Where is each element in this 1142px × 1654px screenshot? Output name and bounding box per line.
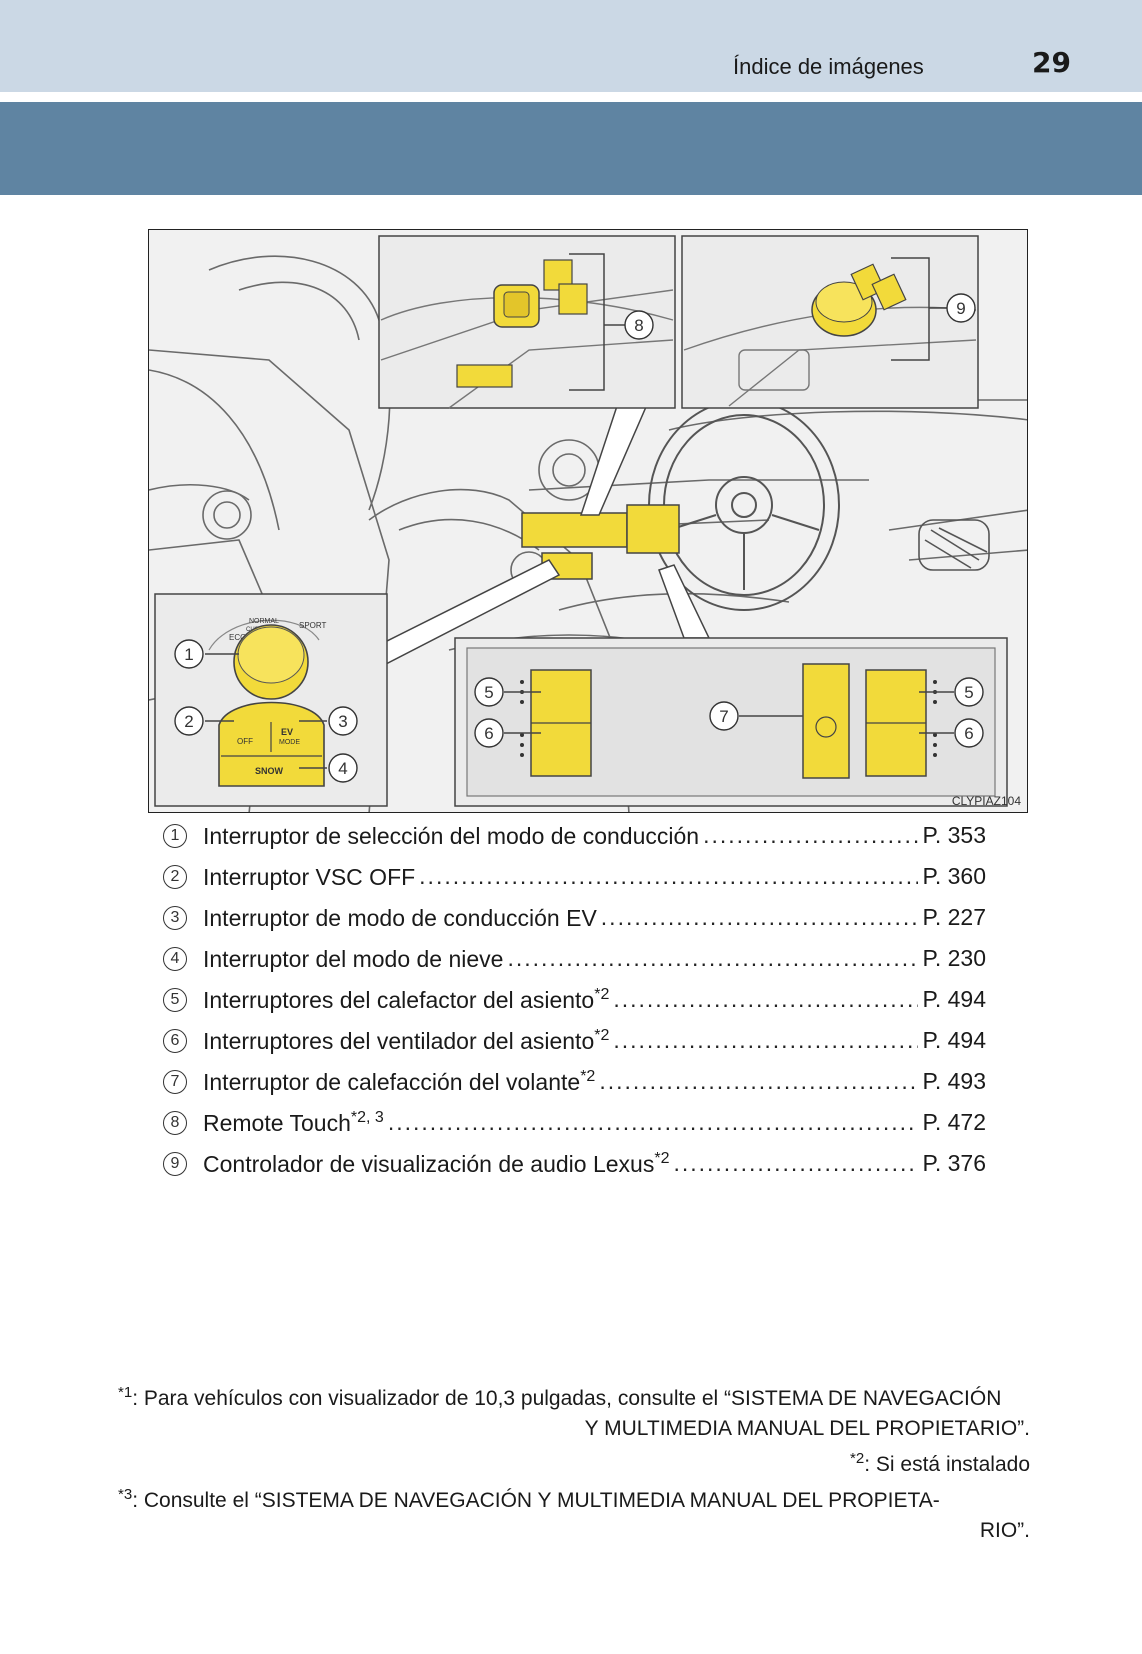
item-number: 3 bbox=[163, 905, 187, 930]
callout-4: 4 bbox=[338, 759, 347, 778]
label-normal: NORMAL bbox=[249, 618, 279, 625]
header-divider bbox=[0, 92, 1142, 102]
callout-2-circle bbox=[174, 706, 204, 736]
callout-5-right-circle bbox=[954, 677, 984, 707]
header-blue-band bbox=[0, 102, 1142, 195]
item-page-ref[interactable]: P. 494 bbox=[922, 1027, 986, 1053]
footnote-2: *2: Si está instalado bbox=[850, 1450, 1030, 1476]
list-item: 2 Interruptor VSC OFF P. 360 bbox=[160, 856, 986, 897]
page-number: 29 bbox=[1032, 46, 1071, 79]
item-label: Interruptor de selección del modo de con… bbox=[203, 822, 700, 849]
callout-6-left: 6 bbox=[484, 724, 493, 743]
item-label: Interruptores del ventilador del asiento… bbox=[203, 1026, 610, 1054]
item-page-ref[interactable]: P. 376 bbox=[922, 1150, 986, 1176]
label-sport: SPORT bbox=[299, 621, 327, 630]
footnote-3: *3: Consulte el “SISTEMA DE NAVEGACIÓN Y… bbox=[118, 1486, 940, 1512]
interior-illustration: 8 9 ECO NORMAL CUSTOMIZE SPORT OFF bbox=[148, 229, 1028, 813]
leader-dots bbox=[601, 904, 919, 931]
footnote-1: *1: Para vehículos con visualizador de 1… bbox=[118, 1384, 1002, 1410]
leader-dots bbox=[419, 863, 918, 890]
item-number: 5 bbox=[163, 987, 187, 1012]
leader-dots bbox=[388, 1109, 919, 1136]
callout-5-left-circle bbox=[474, 677, 504, 707]
item-index-list: 1 Interruptor de selección del modo de c… bbox=[160, 815, 986, 1184]
item-number: 7 bbox=[163, 1069, 187, 1094]
callout-9-circle bbox=[946, 293, 976, 323]
list-item: 7 Interruptor de calefacción del volante… bbox=[160, 1061, 986, 1102]
item-page-ref[interactable]: P. 230 bbox=[922, 945, 986, 971]
item-label: Interruptor del modo de nieve bbox=[203, 945, 504, 972]
item-number: 2 bbox=[163, 864, 187, 889]
leader-dots bbox=[613, 986, 918, 1013]
callout-6-left-circle bbox=[474, 718, 504, 748]
leader-dots bbox=[613, 1027, 918, 1054]
list-item: 8 Remote Touch*2, 3 P. 472 bbox=[160, 1102, 986, 1143]
list-item: 1 Interruptor de selección del modo de c… bbox=[160, 815, 986, 856]
callout-9: 9 bbox=[956, 299, 965, 318]
callout-4-circle bbox=[328, 753, 358, 783]
item-number: 9 bbox=[163, 1151, 187, 1176]
item-page-ref[interactable]: P. 494 bbox=[922, 986, 986, 1012]
callout-5-right: 5 bbox=[964, 683, 973, 702]
figure-code: CLYPIAZ104 bbox=[951, 794, 1021, 808]
callout-6-right-circle bbox=[954, 718, 984, 748]
item-number: 1 bbox=[163, 823, 187, 848]
list-item: 9 Controlador de visualización de audio … bbox=[160, 1143, 986, 1184]
callout-8: 8 bbox=[634, 316, 643, 335]
callout-7-circle bbox=[709, 701, 739, 731]
item-label: Interruptores del calefactor del asiento… bbox=[203, 985, 610, 1013]
item-page-ref[interactable]: P. 227 bbox=[922, 904, 986, 930]
list-item: 6 Interruptores del ventilador del asien… bbox=[160, 1020, 986, 1061]
leader-dots bbox=[673, 1150, 918, 1177]
item-page-ref[interactable]: P. 360 bbox=[922, 863, 986, 889]
item-page-ref[interactable]: P. 493 bbox=[922, 1068, 986, 1094]
footnote-1-continued: Y MULTIMEDIA MANUAL DEL PROPIETARIO”. bbox=[584, 1417, 1030, 1440]
list-item: 3 Interruptor de modo de conducción EV P… bbox=[160, 897, 986, 938]
footnote-3-continued: RIO”. bbox=[979, 1519, 1030, 1542]
label-off: OFF bbox=[237, 737, 253, 746]
label-ev-mode: MODE bbox=[279, 739, 300, 746]
item-page-ref[interactable]: P. 472 bbox=[922, 1109, 986, 1135]
callout-1-circle bbox=[174, 639, 204, 669]
item-page-ref[interactable]: P. 353 bbox=[922, 822, 986, 848]
callout-3-circle bbox=[328, 706, 358, 736]
list-item: 4 Interruptor del modo de nieve P. 230 bbox=[160, 938, 986, 979]
callout-1: 1 bbox=[184, 645, 193, 664]
item-label: Remote Touch*2, 3 bbox=[203, 1108, 384, 1136]
list-item: 5 Interruptores del calefactor del asien… bbox=[160, 979, 986, 1020]
leader-dots bbox=[599, 1068, 918, 1095]
item-label: Interruptor VSC OFF bbox=[203, 863, 416, 890]
footnotes: *1: Para vehículos con visualizador de 1… bbox=[118, 1378, 1030, 1546]
item-label: Controlador de visualización de audio Le… bbox=[203, 1149, 670, 1177]
callout-7: 7 bbox=[719, 707, 728, 726]
section-title: Índice de imágenes bbox=[733, 54, 924, 79]
item-number: 4 bbox=[163, 946, 187, 971]
leader-dots bbox=[703, 822, 918, 849]
label-ev: EV bbox=[281, 727, 293, 737]
callout-3: 3 bbox=[338, 712, 347, 731]
callout-6-right: 6 bbox=[964, 724, 973, 743]
item-number: 8 bbox=[163, 1110, 187, 1135]
label-snow: SNOW bbox=[255, 766, 284, 776]
callout-2: 2 bbox=[184, 712, 193, 731]
callout-8-circle bbox=[624, 310, 654, 340]
item-label: Interruptor de modo de conducción EV bbox=[203, 904, 597, 931]
item-number: 6 bbox=[163, 1028, 187, 1053]
item-label: Interruptor de calefacción del volante*2 bbox=[203, 1067, 596, 1095]
label-eco: ECO bbox=[229, 633, 246, 642]
callout-5-left: 5 bbox=[484, 683, 493, 702]
interior-line-art: 8 9 ECO NORMAL CUSTOMIZE SPORT OFF bbox=[149, 235, 1027, 812]
leader-dots bbox=[507, 945, 918, 972]
header-top-band bbox=[0, 0, 1142, 92]
